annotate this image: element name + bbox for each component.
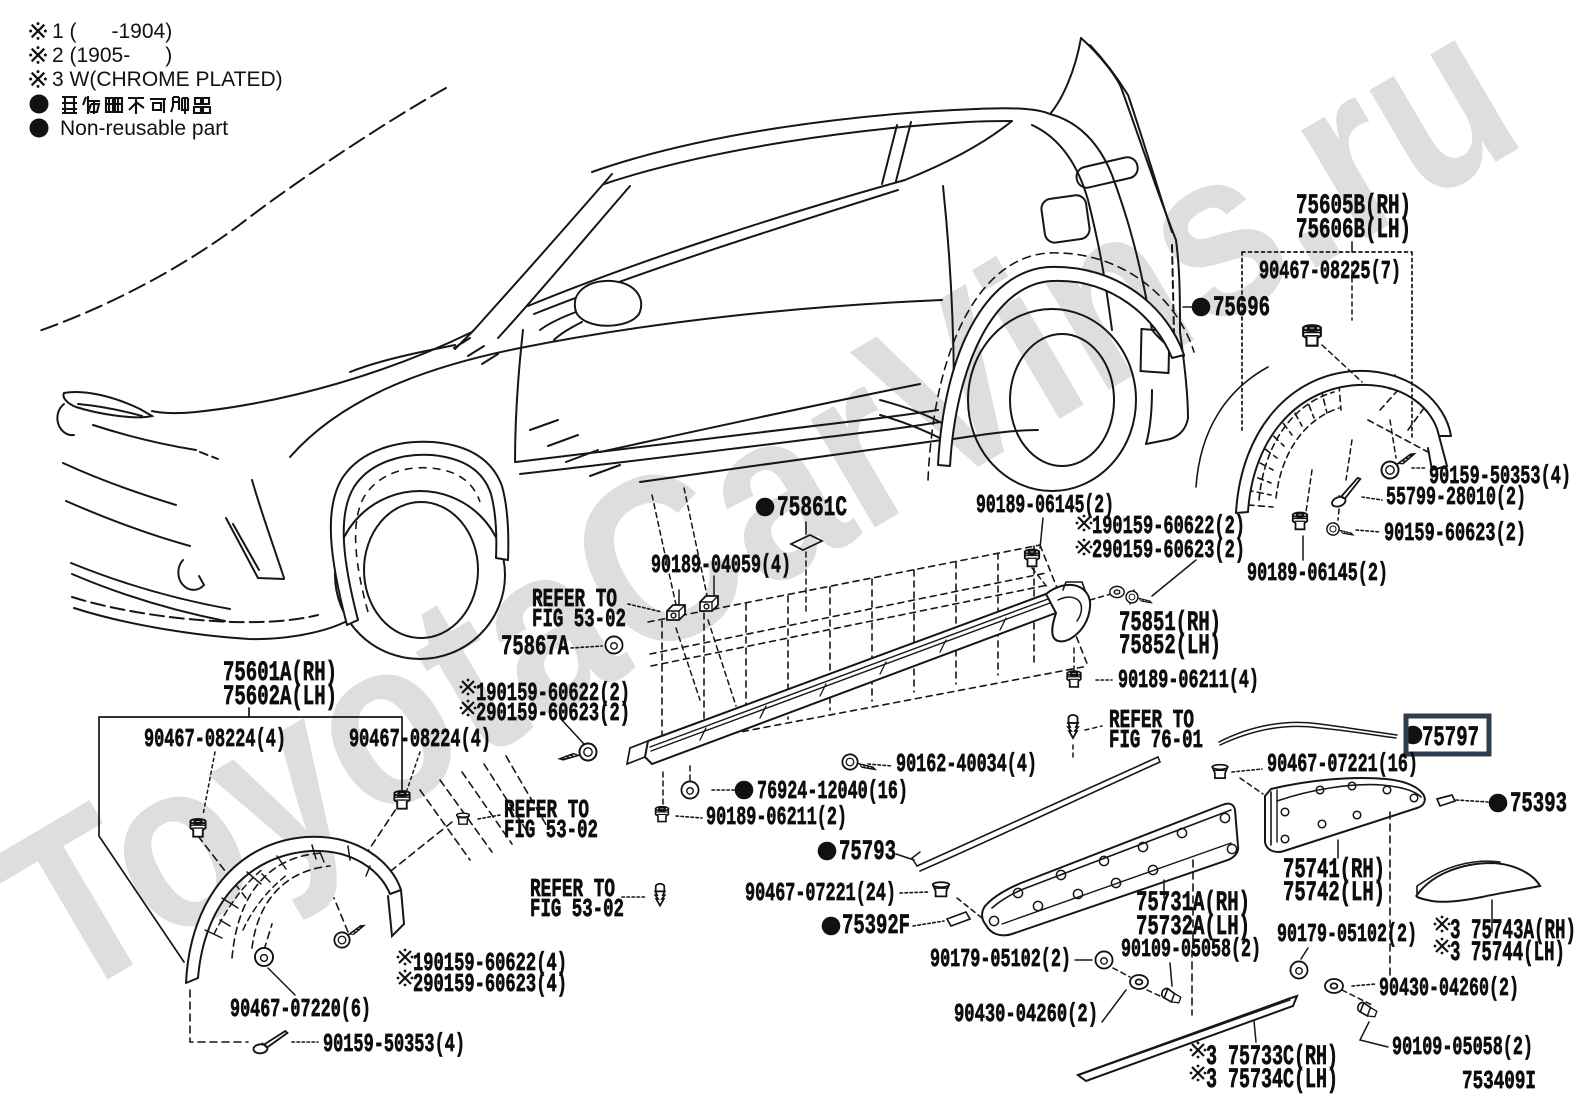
svg-text:75601A(RH): 75601A(RH) <box>223 658 337 689</box>
svg-text:3 75733C(RH): 3 75733C(RH) <box>1206 1042 1338 1073</box>
svg-text:90159-50353(4): 90159-50353(4) <box>1429 462 1571 491</box>
svg-text:90179-05102(2): 90179-05102(2) <box>1277 920 1417 949</box>
svg-text:90189-04059(4): 90189-04059(4) <box>651 551 791 580</box>
svg-text:75605B(RH): 75605B(RH) <box>1296 191 1411 222</box>
svg-text:55799-28010(2): 55799-28010(2) <box>1386 483 1526 512</box>
svg-text:90189-06211(2): 90189-06211(2) <box>706 803 847 832</box>
svg-text:90159-50353(4): 90159-50353(4) <box>323 1030 465 1059</box>
svg-text:90467-07221(24): 90467-07221(24) <box>745 879 896 908</box>
svg-text:75602A(LH): 75602A(LH) <box>223 682 337 713</box>
svg-text:75392F: 75392F <box>842 911 910 942</box>
svg-text:90159-60623(2): 90159-60623(2) <box>1384 519 1526 548</box>
svg-text:90162-40034(4): 90162-40034(4) <box>896 750 1037 779</box>
svg-text:2 (1905- ): 2 (1905- ) <box>52 44 172 67</box>
svg-text:90109-05058(2): 90109-05058(2) <box>1121 935 1261 964</box>
svg-text:75851(RH): 75851(RH) <box>1119 608 1221 639</box>
svg-text:190159-60622(4): 190159-60622(4) <box>413 949 567 978</box>
svg-text:190159-60622(2): 190159-60622(2) <box>1092 512 1245 541</box>
svg-text:FIG 53-02: FIG 53-02 <box>504 816 598 845</box>
svg-text:753409I: 753409I <box>1462 1067 1536 1096</box>
svg-text:90189-06145(2): 90189-06145(2) <box>976 491 1114 520</box>
svg-text:Non-reusable part: Non-reusable part <box>60 117 228 140</box>
svg-text:75696: 75696 <box>1213 293 1270 324</box>
svg-text:75797: 75797 <box>1422 723 1479 754</box>
svg-text:FIG 53-02: FIG 53-02 <box>532 605 626 634</box>
svg-text:76924-12040(16): 76924-12040(16) <box>757 777 908 806</box>
svg-text:75861C: 75861C <box>777 493 847 524</box>
svg-text:290159-60623(4): 290159-60623(4) <box>413 970 567 999</box>
svg-text:90467-07221(16): 90467-07221(16) <box>1267 750 1418 779</box>
svg-text:90109-05058(2): 90109-05058(2) <box>1392 1033 1533 1062</box>
svg-text:REFER TO: REFER TO <box>532 585 617 614</box>
svg-text:3 75743A(RH): 3 75743A(RH) <box>1450 916 1576 947</box>
svg-text:90189-06145(2): 90189-06145(2) <box>1247 559 1388 588</box>
svg-text:FIG 76-01: FIG 76-01 <box>1109 726 1203 755</box>
svg-text:REFER TO: REFER TO <box>504 796 589 825</box>
svg-text:90467-08224(4): 90467-08224(4) <box>144 725 286 754</box>
svg-text:1 ( -1904): 1 ( -1904) <box>52 20 172 43</box>
svg-text:75393: 75393 <box>1510 789 1567 820</box>
svg-text:75742(LH): 75742(LH) <box>1283 878 1385 909</box>
svg-text:75606B(LH): 75606B(LH) <box>1296 215 1411 246</box>
svg-text:290159-60623(2): 290159-60623(2) <box>476 699 630 728</box>
svg-text:3 75734C(LH): 3 75734C(LH) <box>1206 1065 1338 1096</box>
svg-text:3 75744(LH): 3 75744(LH) <box>1450 938 1565 969</box>
svg-text:290159-60623(2): 290159-60623(2) <box>1092 536 1245 565</box>
svg-text:75867A: 75867A <box>501 632 569 663</box>
svg-text:75852(LH): 75852(LH) <box>1119 631 1221 662</box>
svg-text:90430-04260(2): 90430-04260(2) <box>954 1000 1098 1029</box>
svg-text:FIG 53-02: FIG 53-02 <box>530 895 624 924</box>
svg-text:90467-08224(4): 90467-08224(4) <box>349 725 491 754</box>
svg-text:75793: 75793 <box>839 837 896 868</box>
svg-text:90467-07220(6): 90467-07220(6) <box>230 995 371 1024</box>
svg-text:90179-05102(2): 90179-05102(2) <box>930 945 1071 974</box>
svg-text:75741(RH): 75741(RH) <box>1283 855 1385 886</box>
svg-text:90467-08225(7): 90467-08225(7) <box>1259 257 1401 286</box>
svg-text:190159-60622(2): 190159-60622(2) <box>476 679 630 708</box>
svg-text:REFER TO: REFER TO <box>530 875 615 904</box>
svg-text:90430-04260(2): 90430-04260(2) <box>1379 974 1519 1003</box>
svg-text:3 W(CHROME PLATED): 3 W(CHROME PLATED) <box>52 68 283 91</box>
svg-text:REFER TO: REFER TO <box>1109 706 1194 735</box>
svg-text:90189-06211(4): 90189-06211(4) <box>1118 666 1259 695</box>
svg-text:75732A(LH): 75732A(LH) <box>1136 912 1250 943</box>
svg-text:75731A(RH): 75731A(RH) <box>1136 888 1250 919</box>
